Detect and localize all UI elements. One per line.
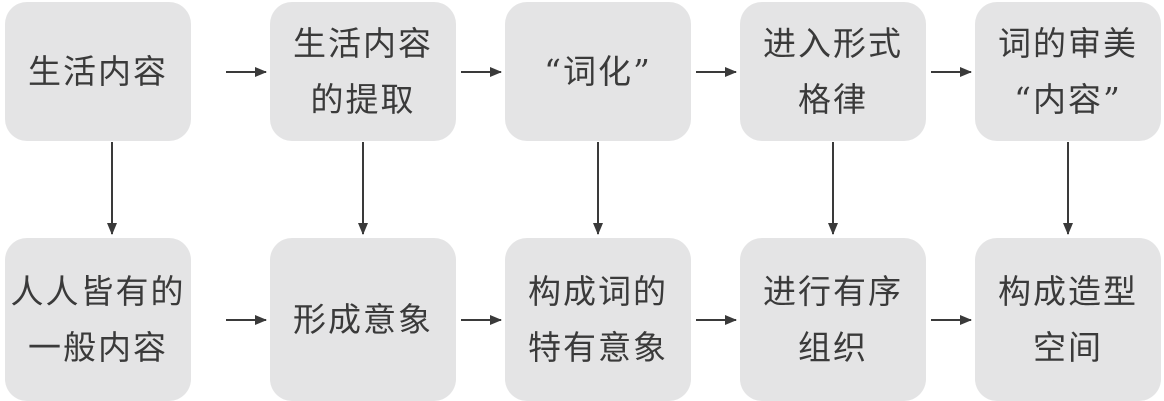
- node-bottom-5-label: 构成造型 空间: [998, 271, 1138, 367]
- node-bottom-1: 人人皆有的 一般内容: [5, 238, 191, 401]
- node-bottom-2: 形成意象: [270, 238, 456, 401]
- node-bottom-3: 构成词的 特有意象: [505, 238, 691, 401]
- node-top-2-label: 生活内容 的提取: [293, 23, 433, 119]
- node-top-1-label: 生活内容: [28, 51, 168, 91]
- node-top-4: 进入形式 格律: [740, 2, 926, 141]
- node-top-2: 生活内容 的提取: [270, 2, 456, 141]
- node-bottom-2-label: 形成意象: [293, 299, 433, 339]
- node-top-4-label: 进入形式 格律: [763, 23, 903, 119]
- node-bottom-4: 进行有序 组织: [740, 238, 926, 401]
- node-top-5-label: 词的审美 “内容”: [998, 23, 1138, 119]
- node-bottom-3-label: 构成词的 特有意象: [528, 271, 668, 367]
- node-top-3-label: “词化”: [544, 51, 652, 91]
- node-top-3: “词化”: [505, 2, 691, 141]
- node-bottom-5: 构成造型 空间: [975, 238, 1161, 401]
- node-bottom-4-label: 进行有序 组织: [763, 271, 903, 367]
- node-top-1: 生活内容: [5, 2, 191, 141]
- node-top-5: 词的审美 “内容”: [975, 2, 1161, 141]
- node-bottom-1-label: 人人皆有的 一般内容: [10, 271, 186, 367]
